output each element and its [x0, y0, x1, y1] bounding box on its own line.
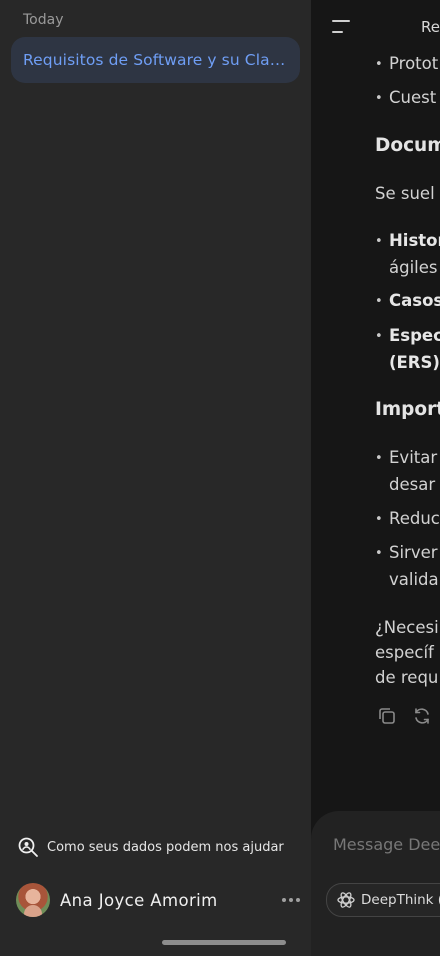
search-person-icon — [17, 836, 39, 858]
bullet-dot: • — [375, 512, 383, 527]
menu-icon[interactable] — [331, 18, 353, 36]
bullet-dot: • — [375, 294, 383, 309]
refresh-icon[interactable] — [412, 706, 432, 726]
deepthink-label: DeepThink (R — [361, 892, 440, 908]
message-text: Protot — [389, 54, 439, 73]
bullet-dot: • — [375, 451, 383, 466]
bullet-dot: • — [375, 57, 383, 72]
message-text: Se suel — [375, 184, 435, 203]
message-text: específ — [375, 643, 434, 662]
more-horizontal-icon[interactable] — [276, 892, 300, 908]
message-text: (ERS) — [389, 353, 440, 372]
home-indicator — [162, 940, 286, 945]
chat-title: Re — [421, 18, 440, 36]
section-label-today: Today — [23, 12, 64, 28]
message-text: ágiles — [389, 258, 438, 277]
more-dot — [282, 898, 286, 902]
user-name: Ana Joyce Amorim — [60, 890, 218, 910]
deepthink-button[interactable]: DeepThink (R — [326, 883, 440, 917]
message-text: Cuest — [389, 88, 437, 107]
avatar[interactable] — [16, 883, 50, 917]
atom-icon — [337, 891, 355, 909]
message-text: Reduc — [389, 509, 440, 528]
message-text: valida — [389, 570, 439, 589]
message-composer: Message Dee DeepThink (R — [311, 811, 440, 956]
chat-history-item[interactable]: Requisitos de Software y su Clasi... — [11, 37, 300, 83]
message-text: de requ — [375, 668, 439, 687]
user-profile[interactable]: Ana Joyce Amorim — [16, 882, 300, 918]
bullet-dot: • — [375, 91, 383, 106]
message-text: Histor — [389, 231, 440, 250]
chat-history-item-label: Requisitos de Software y su Clasi... — [23, 51, 288, 69]
message-input[interactable]: Message Dee — [333, 835, 440, 854]
privacy-link[interactable]: Como seus dados podem nos ajudar — [17, 836, 284, 858]
more-dot — [289, 898, 293, 902]
message-heading: Docum — [375, 135, 440, 156]
message-text: Evitar — [389, 448, 438, 467]
bullet-dot: • — [375, 329, 383, 344]
more-dot — [296, 898, 300, 902]
bullet-dot: • — [375, 546, 383, 561]
bullet-dot: • — [375, 234, 383, 249]
message-text: ¿Necesi — [375, 618, 439, 637]
message-text: Espec — [389, 326, 440, 345]
privacy-link-label: Como seus dados podem nos ajudar — [47, 839, 284, 855]
sidebar: Today Requisitos de Software y su Clasi.… — [0, 0, 311, 956]
message-text: Sirver — [389, 543, 438, 562]
chat-view: Re • Protot • Cuest Docum Se suel • Hist… — [311, 0, 440, 956]
message-text: desar — [389, 475, 436, 494]
copy-icon[interactable] — [377, 706, 397, 726]
message-text: Casos — [389, 291, 440, 310]
message-heading: Import — [375, 399, 440, 420]
